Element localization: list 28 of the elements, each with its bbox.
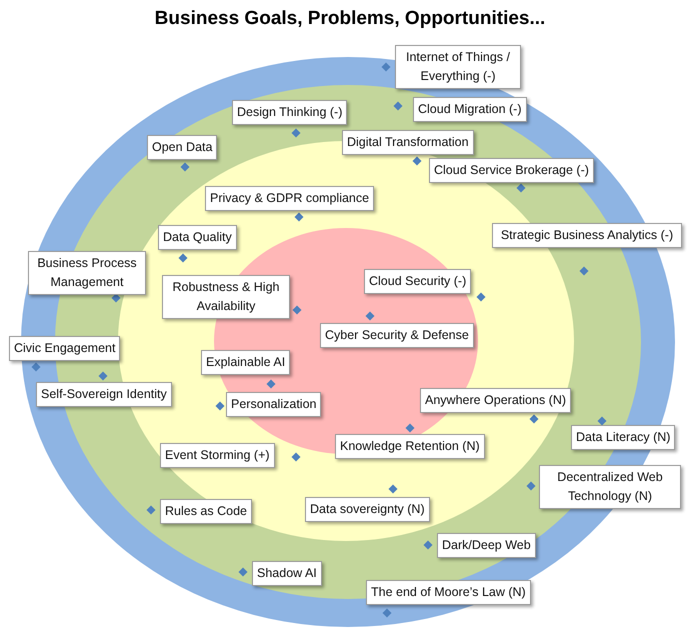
- topic-label: Robustness & High Availability: [162, 275, 290, 319]
- topic-label: Open Data: [147, 135, 218, 160]
- topic-label: Privacy & GDPR compliance: [205, 186, 374, 211]
- topic-label: Rules as Code: [160, 499, 252, 524]
- topic-label: Knowledge Retention (N): [335, 434, 485, 459]
- topic-label: Anywhere Operations (N): [420, 388, 572, 413]
- topic-label: Personalization: [226, 392, 322, 417]
- topic-label: Strategic Business Analytics (-): [492, 223, 682, 248]
- topic-label: Cloud Migration (-): [413, 97, 527, 122]
- topic-label: Data sovereignty (N): [305, 497, 430, 522]
- topic-label: Decentralized Web Technology (N): [539, 465, 681, 509]
- topic-label: Design Thinking (-): [232, 100, 348, 125]
- topic-label: Shadow AI: [252, 561, 322, 586]
- topic-label: Cloud Security (-): [364, 269, 472, 294]
- topic-label: Internet of Things / Everything (-): [395, 45, 521, 89]
- topic-label: Explainable AI: [201, 350, 290, 375]
- topic-label: Data Quality: [158, 225, 237, 250]
- topic-label: Business Process Management: [28, 251, 146, 295]
- topic-label: Civic Engagement: [9, 336, 120, 361]
- topic-label: Event Storming (+): [160, 443, 275, 468]
- topic-label: Dark/Deep Web: [437, 533, 536, 558]
- topic-label: Digital Transformation: [342, 130, 474, 155]
- topic-label: Self-Sovereign Identity: [36, 382, 172, 407]
- topic-label: Cloud Service Brokerage (-): [429, 158, 594, 183]
- diagram-title: Business Goals, Problems, Opportunities...: [154, 8, 546, 30]
- topic-label: Data Literacy (N): [571, 425, 676, 450]
- topic-label: Cyber Security & Defense: [320, 323, 474, 348]
- topic-label: The end of Moore’s Law (N): [366, 580, 531, 605]
